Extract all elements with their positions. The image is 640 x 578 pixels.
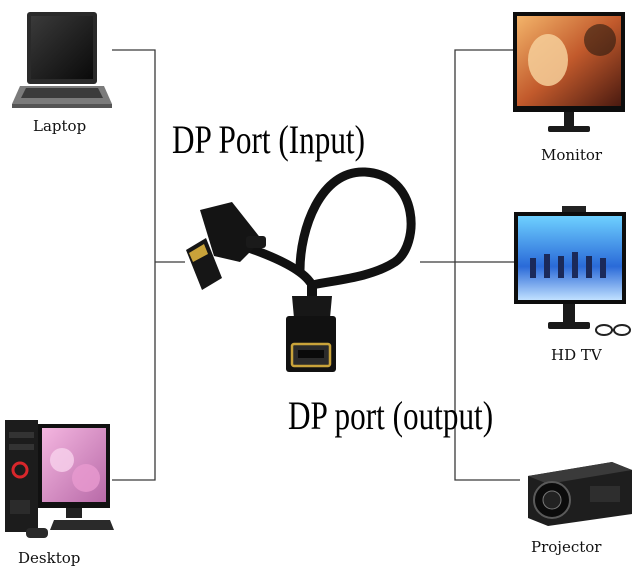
dp-input-label: DP Port (Input) (172, 117, 365, 162)
laptop-icon (12, 12, 112, 108)
dp-female-connector (286, 296, 336, 372)
projector-label: Projector (531, 538, 602, 556)
desktop-icon (5, 420, 114, 538)
dp-cable (235, 167, 416, 300)
laptop-label: Laptop (33, 117, 87, 135)
dp-male-connector (186, 202, 266, 290)
connector-lines (112, 49, 520, 481)
monitor-label: Monitor (541, 146, 603, 164)
projector-icon (528, 462, 632, 526)
hd-tv-label: HD TV (551, 346, 602, 364)
hd-tv-icon (514, 206, 631, 336)
monitor-icon (513, 12, 625, 132)
desktop-label: Desktop (18, 549, 81, 567)
dp-output-label: DP port (output) (288, 393, 494, 438)
